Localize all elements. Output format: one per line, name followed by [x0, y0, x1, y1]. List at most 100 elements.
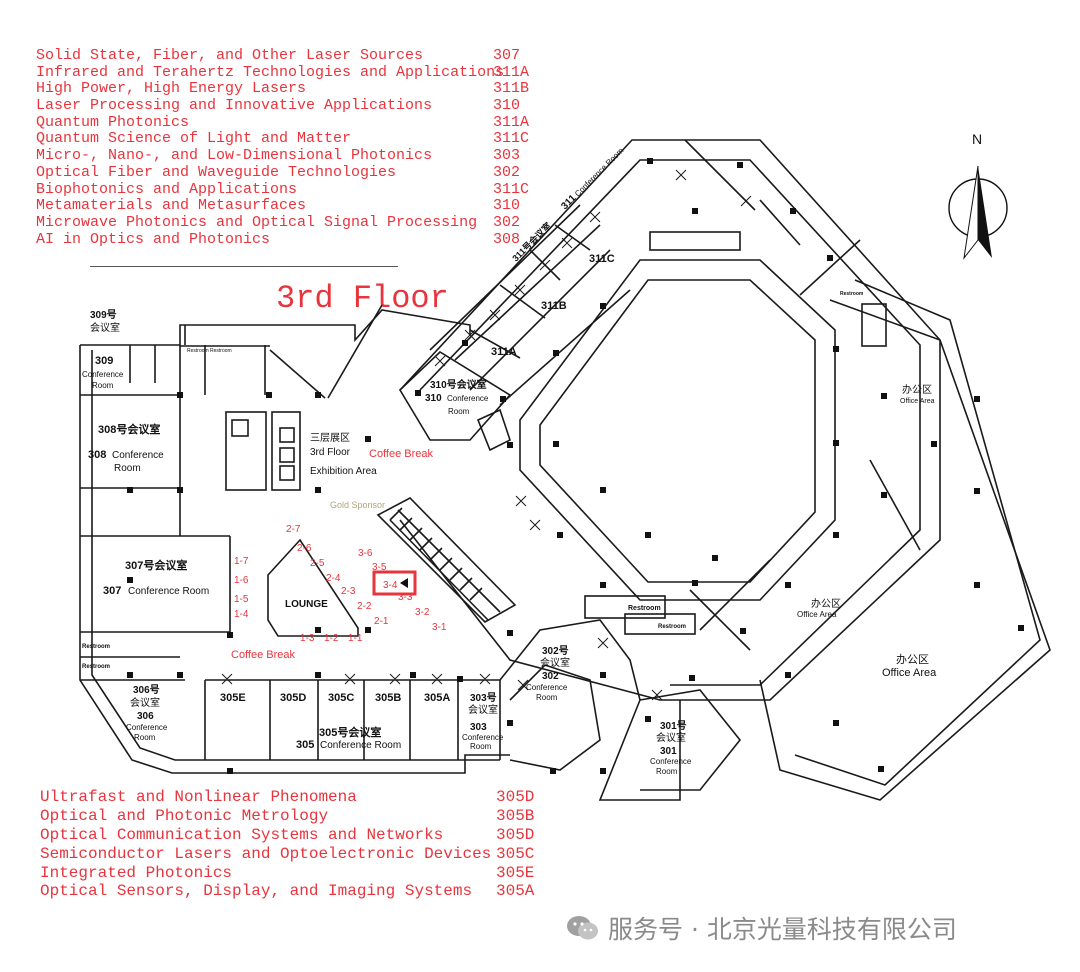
booth-labels: 1-1 1-2 1-3 1-4 1-5 1-6 1-7 2-1 2-2 2-3 … [234, 524, 447, 644]
session-row: Quantum Photonics 311A [36, 113, 530, 132]
room-303-en: Conference [462, 733, 504, 742]
floor-title: 3rd Floor [276, 280, 449, 317]
session-room: 311B [493, 80, 530, 98]
lounge-outline [267, 538, 359, 637]
escalator [376, 497, 517, 623]
session-topic: Semiconductor Lasers and Optoelectronic … [40, 844, 492, 863]
room-306-cn-label-2: 会议室 [130, 696, 160, 709]
room-305d-label: 305D [280, 692, 306, 704]
room-309-label: 309 [95, 355, 113, 367]
room-308-cn-label: 308号会议室 [98, 422, 160, 436]
session-room: 302 [493, 213, 521, 231]
room-303-label: 303 [470, 722, 487, 733]
session-row: Optical Communication Systems and Networ… [40, 826, 540, 845]
session-room-list-top: Solid State, Fiber, and Other Laser Sour… [36, 47, 530, 249]
room-302-label: 302 [542, 671, 559, 682]
session-row: Semiconductor Lasers and Optoelectronic … [40, 845, 540, 864]
booth-label: 3-6 [358, 548, 373, 559]
door-marks [221, 169, 752, 701]
room-307-en: Conference Room [128, 586, 209, 597]
room-311b-label: 311B [541, 300, 567, 312]
room-309-en-2: Room [92, 381, 114, 390]
room-306-en-2: Room [134, 733, 156, 742]
lounge-label: LOUNGE [285, 599, 328, 610]
room-305-en: Conference Room [320, 740, 401, 751]
booth-label: 1-3 [300, 633, 315, 644]
room-310-en-2: Room [448, 407, 470, 416]
restroom-label: Restroom [628, 605, 661, 612]
structural-columns [127, 158, 1024, 774]
session-room: 305B [496, 806, 535, 825]
room-305-cn-label: 305号会议室 [319, 725, 381, 739]
session-row: Microwave Photonics and Optical Signal P… [36, 213, 526, 232]
session-room: 311A [493, 113, 530, 131]
restroom-label: Restroom [187, 348, 209, 354]
exhibition-en-label: 3rd Floor [310, 447, 351, 458]
session-topic: Biophotonics and Applications [36, 180, 298, 198]
coffee-break-label: Coffee Break [231, 649, 296, 661]
booth-label: 1-7 [234, 556, 249, 567]
session-row: Optical Sensors, Display, and Imaging Sy… [40, 882, 540, 901]
session-room: 311C [493, 180, 530, 198]
session-topic: Quantum Science of Light and Matter [36, 130, 352, 148]
room-311-en: Conference Room [573, 146, 626, 199]
room-306-cn-label: 306号 [133, 684, 160, 696]
booth-label: 2-4 [326, 573, 341, 584]
room-310-label: 310 [425, 393, 442, 404]
room-307-cn-label: 307号会议室 [125, 558, 187, 572]
restroom-label: Restroom [210, 348, 232, 354]
session-room: 305E [496, 863, 535, 882]
session-topic: AI in Optics and Photonics [36, 230, 271, 248]
restroom-label: Restroom [82, 644, 110, 650]
session-topic: Optical Fiber and Waveguide Technologies [36, 163, 397, 181]
room-303-en-2: Room [470, 742, 492, 751]
room-303-cn-label: 303号 [470, 692, 497, 704]
session-row: AI in Optics and Photonics 308 [36, 230, 526, 249]
room-305e-label: 305E [220, 692, 246, 704]
booth-label: 1-1 [348, 633, 363, 644]
room-310-en: Conference [447, 394, 489, 403]
booth-label: 1-5 [234, 594, 249, 605]
session-topic: Metamaterials and Metasurfaces [36, 197, 307, 215]
session-row: Biophotonics and Applications 311C [36, 180, 530, 199]
room-303-cn-label-2: 会议室 [468, 703, 498, 716]
watermark: 服务号 · 北京光量科技有限公司 [566, 910, 957, 946]
exhibition-cn-label: 三层展区 [310, 432, 350, 444]
booth-pointer-icon [400, 578, 408, 588]
session-row: Solid State, Fiber, and Other Laser Sour… [36, 47, 526, 65]
room-302-en-2: Room [536, 693, 558, 702]
booth-label: 2-2 [357, 601, 372, 612]
room-309-en: Conference [82, 370, 124, 379]
north-label: N [972, 131, 982, 147]
room-311a-label: 311A [491, 346, 517, 358]
booth-label: 1-4 [234, 609, 249, 620]
session-topic: Infrared and Terahertz Technologies and … [36, 63, 505, 81]
session-room: 307 [493, 47, 521, 64]
office-area-en-label: Office Area [900, 398, 935, 405]
north-arrow-icon [948, 165, 1008, 260]
room-305-label: 305 [296, 739, 314, 751]
room-305c-label: 305C [328, 692, 354, 704]
booth-label: 3-5 [372, 562, 387, 573]
booth-label: 1-2 [324, 633, 339, 644]
session-topic: Quantum Photonics [36, 113, 190, 131]
booth-label: 3-4 [383, 580, 398, 591]
booth-label: 3-1 [432, 622, 447, 633]
watermark-text: 服务号 · 北京光量科技有限公司 [608, 915, 957, 944]
booth-label: 2-3 [341, 586, 356, 597]
office-area-cn-label: 办公区 [811, 597, 841, 610]
main-hall-outline [399, 139, 941, 701]
session-room: 308 [493, 230, 521, 248]
room-309-cn-label: 309号 [90, 309, 117, 321]
room-305b-label: 305B [375, 692, 401, 704]
room-306-label: 306 [137, 711, 154, 722]
room-301-en-2: Room [656, 767, 678, 776]
booth-label: 3-3 [398, 592, 413, 603]
room-301-label: 301 [660, 746, 677, 757]
room-302-cn-label: 302号 [542, 645, 569, 657]
